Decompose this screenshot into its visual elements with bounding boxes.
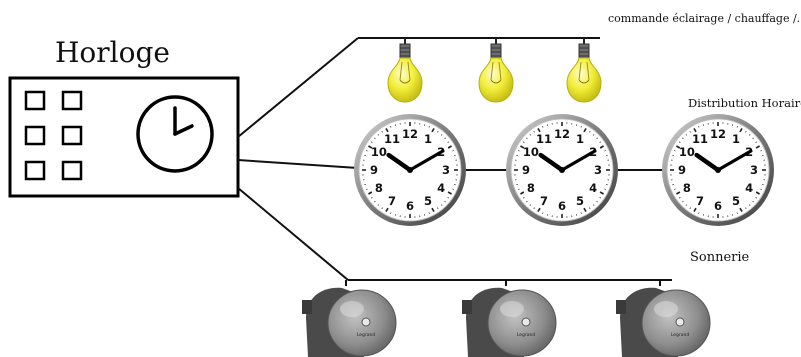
lightbulb-icon <box>387 38 423 103</box>
clock-numeral: 7 <box>388 194 396 208</box>
clock-numeral: 4 <box>437 181 445 195</box>
bell-brand: Legrand <box>517 332 536 338</box>
bell-brand: Legrand <box>357 332 376 338</box>
bells: Legrand Legrand Legrand <box>302 280 711 357</box>
hour-hand <box>538 152 565 173</box>
clock-numeral: 3 <box>594 163 602 177</box>
wall-clock: 121234567891011 <box>506 114 618 226</box>
minute-hand <box>716 149 753 172</box>
connection-lines <box>237 37 672 281</box>
clock-numeral: 1 <box>424 132 432 146</box>
clock-numeral: 8 <box>527 181 535 195</box>
clock-numeral: 10 <box>371 145 387 159</box>
clock-numeral: 11 <box>692 132 708 146</box>
clock-numeral: 7 <box>696 194 704 208</box>
line-to-bells <box>237 187 349 281</box>
bell-label: Sonnerie <box>690 250 750 265</box>
keypad-key <box>61 125 83 146</box>
clock-numeral: 7 <box>540 194 548 208</box>
wall-clock: 121234567891011 <box>662 114 774 226</box>
clock-numeral: 11 <box>384 132 400 146</box>
keypad-key <box>24 90 46 111</box>
clock-numeral: 9 <box>678 163 686 177</box>
clock-numeral: 5 <box>576 194 584 208</box>
clock-numeral: 4 <box>589 181 597 195</box>
clock-numeral: 3 <box>750 163 758 177</box>
clock-numeral: 3 <box>442 163 450 177</box>
clock-numeral: 9 <box>370 163 378 177</box>
clock-numeral: 8 <box>375 181 383 195</box>
diagram-title: Horloge <box>55 36 170 69</box>
clock-numeral: 10 <box>523 145 539 159</box>
minute-hand <box>560 149 597 172</box>
clock-numeral: 12 <box>402 127 418 141</box>
bell-icon: Legrand <box>616 280 711 357</box>
clock-numeral: 6 <box>406 199 414 213</box>
controller-box <box>8 76 240 198</box>
clock-numeral: 5 <box>424 194 432 208</box>
bell-brand: Legrand <box>671 332 690 338</box>
lighting-bulbs <box>387 38 602 103</box>
clock-numeral: 8 <box>683 181 691 195</box>
hour-hand <box>694 152 721 173</box>
lightbulb-icon <box>566 38 602 103</box>
clock-numeral: 11 <box>536 132 552 146</box>
keypad-key <box>24 160 46 181</box>
wall-clock: 121234567891011 <box>354 114 466 226</box>
bell-icon: Legrand <box>302 280 397 357</box>
distribution-label: Distribution Horaire <box>688 96 801 110</box>
clock-numeral: 9 <box>522 163 530 177</box>
keypad-key <box>61 90 83 111</box>
clock-numeral: 12 <box>554 127 570 141</box>
keypad-key <box>24 125 46 146</box>
clock-numeral: 1 <box>576 132 584 146</box>
line-to-lights <box>237 37 359 138</box>
clock-numeral: 6 <box>714 199 722 213</box>
clock-numeral: 12 <box>710 127 726 141</box>
bell-icon: Legrand <box>462 280 557 357</box>
line-to-clocks <box>237 159 359 169</box>
clock-numeral: 6 <box>558 199 566 213</box>
clock-numeral: 10 <box>679 145 695 159</box>
clock-numeral: 4 <box>745 181 753 195</box>
clock-symbol-icon <box>136 95 214 173</box>
keypad-key <box>61 160 83 181</box>
distribution-clocks: 1212345678910111212345678910111212345678… <box>354 114 774 226</box>
lighting-label: commande éclairage / chauffage /... <box>608 12 801 25</box>
clock-numeral: 5 <box>732 194 740 208</box>
clock-numeral: 1 <box>732 132 740 146</box>
hour-hand <box>386 152 413 173</box>
minute-hand <box>408 149 445 172</box>
lightbulb-icon <box>478 38 514 103</box>
